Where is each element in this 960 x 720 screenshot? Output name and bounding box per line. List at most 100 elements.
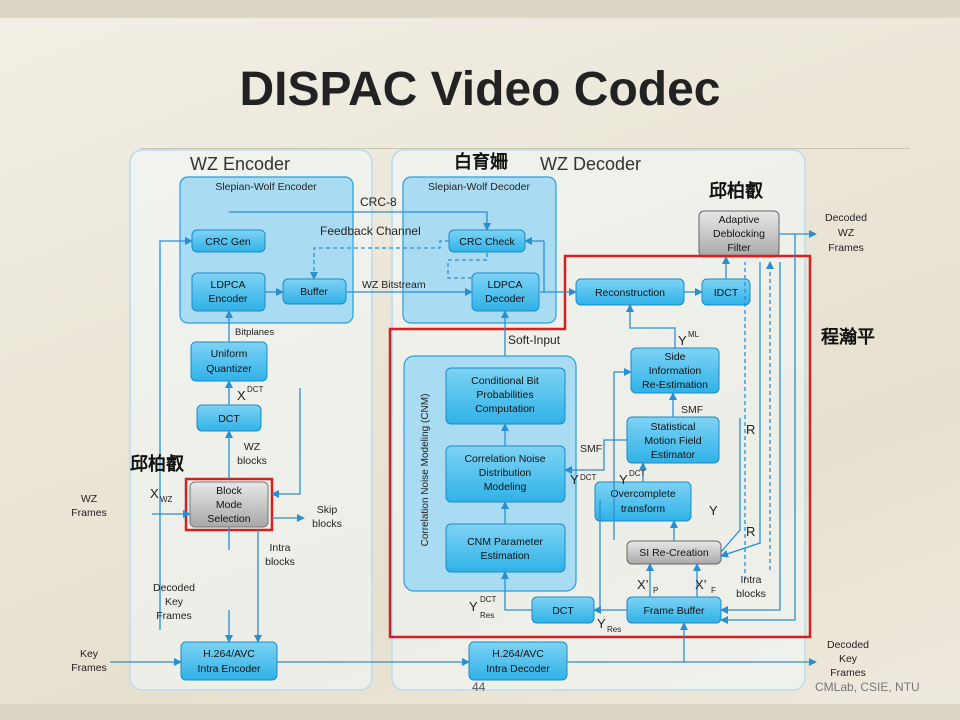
- diagram-text: Mode: [216, 499, 242, 511]
- idct-block: IDCT: [701, 278, 751, 306]
- y-res-label: Y Res: [597, 616, 621, 634]
- diagram-text: Side: [664, 351, 685, 363]
- diagram-text: CNM Parameter: [467, 536, 543, 548]
- diagram-text: DCT: [552, 605, 574, 617]
- diagram-text: SI Re-Creation: [639, 547, 709, 559]
- xf-label: X’ F: [695, 577, 716, 595]
- diagram-text: Y: [597, 616, 606, 631]
- diagram-text: Block: [216, 485, 242, 497]
- red-highlight-region: [388, 254, 812, 639]
- y-label: Y: [709, 503, 718, 518]
- diagram-text: Intra Encoder: [197, 663, 261, 675]
- diagram-text: Information: [649, 365, 702, 377]
- skip-blocks-label: Skip blocks: [312, 504, 342, 530]
- footer-credit: CMLab, CSIE, NTU: [815, 680, 920, 694]
- diagram-text: DCT: [480, 595, 497, 604]
- diagram-text: Decoded: [827, 639, 869, 651]
- reconstruction-block: Reconstruction: [575, 278, 685, 306]
- diagram-text: H.264/AVC: [203, 648, 255, 660]
- bottom-band: [0, 704, 960, 720]
- wz-frames-in-label: WZ Frames: [71, 493, 107, 519]
- y-dct-res-label: Y DCT Res: [469, 595, 497, 620]
- top-band: [0, 0, 960, 18]
- diagram-text: WZ: [244, 441, 261, 453]
- diagram-text: Correlation Noise: [464, 453, 545, 465]
- diagram-text: Skip: [317, 504, 338, 516]
- crc8-label: CRC-8: [360, 195, 397, 209]
- overcomplete-transform-block: Overcomplete transform: [594, 481, 692, 522]
- bitplanes-label: Bitplanes: [235, 327, 274, 338]
- y-ml-label: Y ML: [678, 330, 700, 348]
- sw-encoder-title: Slepian-Wolf Encoder: [215, 181, 317, 193]
- intra-blocks-label: Intra blocks: [265, 542, 295, 568]
- diagram-text: ML: [688, 330, 700, 339]
- diagram-text: X: [150, 486, 159, 501]
- diagram-text: Re-Estimation: [642, 379, 708, 391]
- diagram-text: LDPCA: [487, 279, 522, 291]
- page-number: 44: [472, 680, 486, 694]
- diagram-text: P: [653, 586, 658, 595]
- diagram-text: X’: [637, 577, 649, 592]
- encoder-dct-block: DCT: [196, 404, 262, 432]
- key-frames-label: Key Frames: [71, 648, 107, 674]
- xp-label: X’ P: [637, 577, 658, 595]
- x-dct-label: X DCT: [237, 385, 264, 403]
- x-wz-label: X WZ: [150, 486, 173, 504]
- y-dct-label-2: Y DCT: [619, 469, 646, 487]
- decoded-wz-frames-label: Decoded WZ Frames: [825, 212, 867, 254]
- diagram-text: Frames: [71, 662, 107, 674]
- side-info-block: Side Information Re-Estimation: [630, 347, 720, 394]
- annotation-right-top: 邱柏叡: [709, 181, 763, 202]
- decoder-dct-block: DCT: [531, 596, 595, 624]
- annotation-left: 邱柏叡: [130, 454, 184, 475]
- diagram-text: X’: [695, 577, 707, 592]
- diagram-text: Computation: [475, 403, 535, 415]
- diagram-text: Estimator: [651, 449, 696, 461]
- slide-title: DISPAC Video Codec: [239, 63, 721, 116]
- diagram-text: F: [711, 586, 716, 595]
- smf-label-1: SMF: [681, 404, 703, 416]
- connectors: [110, 211, 817, 666]
- diagram-text: Adaptive: [719, 214, 760, 226]
- wz-bitstream-label: WZ Bitstream: [362, 279, 426, 291]
- intra-blocks-dec-label: Intra blocks: [736, 574, 766, 600]
- diagram-text: Deblocking: [713, 228, 765, 240]
- diagram-text: Y: [469, 599, 478, 614]
- diagram-text: Quantizer: [206, 363, 252, 375]
- diagram-text: Overcomplete: [610, 488, 676, 500]
- diagram-text: Conditional Bit: [471, 375, 539, 387]
- annotation-top: 白育姍: [454, 152, 508, 173]
- diagram-text: WZ: [81, 493, 98, 505]
- r-label-1: R: [746, 422, 755, 437]
- sw-decoder-title: Slepian-Wolf Decoder: [428, 181, 530, 193]
- diagram-text: Key: [839, 653, 858, 665]
- diagram-text: IDCT: [714, 287, 739, 299]
- diagram-text: Intra: [740, 574, 761, 586]
- diagram-text: CRC Check: [459, 236, 515, 248]
- encoder-title: WZ Encoder: [190, 154, 290, 174]
- si-recreation-block: SI Re-Creation: [626, 540, 722, 565]
- diagram-text: Frame Buffer: [643, 605, 705, 617]
- crc-check-block: CRC Check: [448, 229, 526, 253]
- corr-noise-block: Correlation Noise Distribution Modeling: [445, 445, 566, 503]
- diagram-text: Statistical: [651, 421, 696, 433]
- y-dct-label-1: Y DCT: [570, 472, 597, 487]
- diagram-text: Selection: [207, 513, 250, 525]
- diagram-text: X: [237, 388, 246, 403]
- deblocking-filter-block: Adaptive Deblocking Filter: [698, 210, 780, 258]
- crc-gen-block: CRC Gen: [191, 229, 266, 253]
- wz-blocks-label: WZ blocks: [237, 441, 267, 467]
- diagram-text: blocks: [736, 588, 766, 600]
- diagram-text: DCT: [629, 469, 646, 478]
- decoded-key-frames-label: Decoded Key Frames: [153, 582, 195, 622]
- diagram-text: Decoded: [153, 582, 195, 594]
- diagram-text: Intra Decoder: [486, 663, 550, 675]
- diagram-text: Reconstruction: [595, 287, 665, 299]
- diagram-text: blocks: [237, 455, 267, 467]
- diagram-text: WZ: [160, 495, 173, 504]
- diagram-text: Y: [678, 333, 687, 348]
- diagram-text: Filter: [727, 242, 751, 254]
- diagram-text: blocks: [312, 518, 342, 530]
- uniform-quantizer-block: Uniform Quantizer: [190, 341, 268, 382]
- diagram-text: Uniform: [211, 348, 248, 360]
